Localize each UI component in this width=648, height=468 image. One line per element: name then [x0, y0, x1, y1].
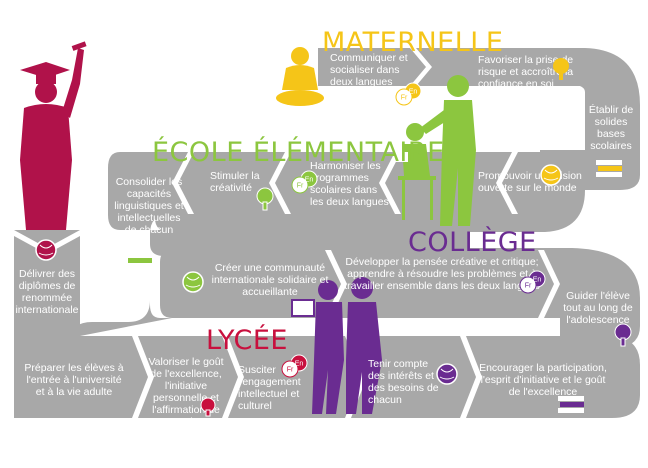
- segment-college-3: Guider l'élève tout au long de l'adolesc…: [563, 290, 633, 326]
- road-final-column: [14, 230, 80, 418]
- segment-lycee-2: Tenir compte des intérêts et des besoins…: [368, 358, 439, 406]
- badge-en: En: [533, 277, 542, 284]
- heading-maternelle: MATERNELLE: [322, 27, 504, 58]
- segment-elementaire-3: Stimuler la créativité: [210, 170, 260, 194]
- graduate-figure: [20, 41, 87, 230]
- badge-en: En: [409, 89, 418, 96]
- language-bubbles-icon: En Fr: [395, 82, 422, 106]
- segment-college-2: Développer la pensée créative et critiqu…: [344, 256, 540, 292]
- maternelle-child-figure: [276, 47, 324, 106]
- badge-fr: Fr: [401, 95, 408, 102]
- language-bubbles-icon: En Fr: [519, 270, 546, 294]
- language-bubbles-icon: En Fr: [281, 354, 308, 378]
- segment-final: Délivrer des diplômes de renommée intern…: [15, 268, 79, 316]
- badge-fr: Fr: [297, 183, 304, 190]
- segment-lycee-3: Susciter l'engagement intellectuel et cu…: [238, 364, 301, 412]
- badge-en: En: [295, 361, 304, 368]
- badge-en: En: [305, 177, 314, 184]
- segment-elementaire-4: Consolider les capacités linguistiques e…: [114, 176, 184, 236]
- segment-maternelle-2: Favoriser la prise de risque et accroîtr…: [478, 54, 574, 90]
- badge-fr: Fr: [525, 283, 532, 290]
- elementaire-figures: [394, 75, 476, 226]
- segment-college-1: Créer une communauté internationale soli…: [211, 262, 329, 298]
- badge-fr: Fr: [287, 367, 294, 374]
- heading-college: COLLÈGE: [408, 227, 537, 258]
- segment-lycee-4: Valoriser le goût de l'excellence, l'ini…: [148, 356, 224, 428]
- segment-elementaire-1: Promouvoir une vision ouverte sur le mon…: [478, 170, 582, 194]
- heading-elementaire: ÉCOLE ÉLÉMENTAIRE: [152, 137, 445, 168]
- college-figures: [291, 277, 382, 414]
- segment-elementaire-2: Harmoniser les programmes scolaires dans…: [310, 160, 389, 208]
- segment-maternelle-1: Communiquer et socialiser dans deux lang…: [330, 52, 408, 88]
- segment-lycee-5: Préparer les élèves à l'entrée à l'unive…: [24, 362, 124, 398]
- segment-dividers: [14, 48, 560, 418]
- segment-maternelle-3: Établir de solides bases scolaires: [588, 104, 634, 152]
- segment-lycee-1: Encourager la participation, l'esprit d'…: [479, 362, 607, 398]
- road-row-1: [318, 48, 640, 190]
- language-bubbles-icon: En Fr: [291, 170, 318, 194]
- heading-lycee: LYCÉE: [206, 325, 288, 356]
